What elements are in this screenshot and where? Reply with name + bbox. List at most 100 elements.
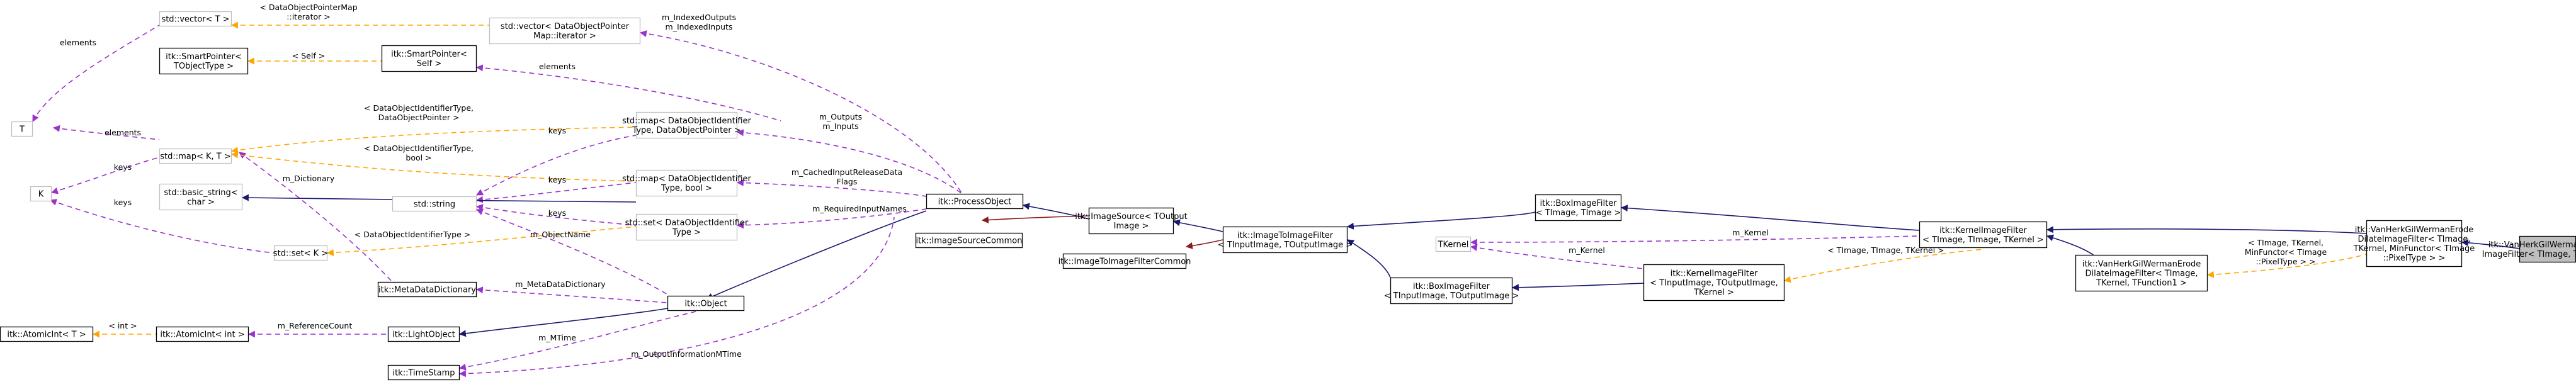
node-box[interactable]	[915, 232, 1023, 249]
edge-label: < int >	[108, 321, 137, 330]
node-label: Image >	[1114, 222, 1149, 231]
node-box[interactable]	[1222, 226, 1348, 254]
node-box[interactable]	[11, 121, 33, 137]
node-box[interactable]	[159, 183, 243, 211]
node-box[interactable]	[1643, 264, 1785, 301]
node-label: itk::BoxImageFilter	[1413, 282, 1490, 291]
node-box[interactable]	[159, 47, 249, 75]
edge-label: m_MetaDataDictionary	[515, 279, 606, 289]
node-image-to-image-filter-common[interactable]: itk::ImageToImageFilterCommon	[1058, 253, 1191, 269]
edge-kernel-timage-to-box	[1620, 205, 1920, 231]
node-label: < TInputImage, TOutputImage,	[1650, 279, 1778, 288]
edge-vhgw-min-to-kernel	[2046, 226, 2367, 234]
node-map-dataobjectidentifier-bool[interactable]: std::map< DataObjectIdentifierType, bool…	[622, 169, 752, 197]
node-vhgw-erode-dilate-tfunction[interactable]: itk::VanHerkGilWermanErodeDilateImageFil…	[2075, 254, 2208, 292]
node-smartpointer-tobjecttype[interactable]: itk::SmartPointer<TObjectType >	[159, 47, 249, 75]
node-label: TKernel, TFunction1 >	[2096, 279, 2187, 288]
node-box[interactable]	[387, 326, 460, 342]
node-kernel-image-filter-inout[interactable]: itk::KernelImageFilter< TInputImage, TOu…	[1643, 264, 1785, 301]
node-box[interactable]	[387, 364, 460, 381]
node-box[interactable]	[1088, 207, 1174, 235]
edge-cached-flags	[736, 179, 927, 197]
edge-box-inout-to-filter	[1347, 239, 1391, 278]
edge-label-line: keys	[114, 198, 132, 207]
node-label: TKernel >	[1693, 288, 1734, 298]
node-box-image-filter-timage[interactable]: itk::BoxImageFilter< TImage, TImage >	[1535, 194, 1622, 222]
node-label: itk::AtomicInt< int >	[160, 330, 244, 340]
node-box[interactable]	[156, 326, 249, 342]
node-box[interactable]	[2075, 254, 2208, 292]
node-std-basic-string[interactable]: std::basic_string<char >	[159, 183, 243, 211]
node-box[interactable]	[1535, 194, 1622, 222]
node-box[interactable]	[1390, 277, 1513, 305]
node-light-object[interactable]: itk::LightObject	[387, 326, 460, 342]
edge-label-line: m_Inputs	[822, 121, 858, 131]
node-kernel-image-filter-timage[interactable]: itk::KernelImageFilter< TImage, TImage, …	[1919, 221, 2048, 249]
node-label: DilateImageFilter< TImage,	[2358, 235, 2470, 244]
node-t[interactable]: T	[11, 121, 33, 137]
edge-labels: elements < DataObjectPointerMap::iterato…	[60, 3, 2327, 359]
node-label: TObjectType >	[173, 62, 234, 71]
edge-label-line: < Self >	[292, 51, 325, 60]
edge-label: < DataObjectIdentifierType,bool >	[364, 143, 474, 162]
node-label: < TInputImage, TOutputImage >	[1218, 240, 1353, 250]
node-box[interactable]	[273, 245, 328, 261]
node-k[interactable]: K	[30, 186, 52, 202]
node-vhgw-erode-image-filter[interactable]: itk::VanHerkGilWermanErodeImageFilter< T…	[2482, 235, 2576, 263]
node-box[interactable]	[392, 196, 477, 212]
edge-label-line: m_Outputs	[819, 112, 862, 121]
node-box[interactable]	[377, 281, 477, 298]
node-box[interactable]	[381, 45, 477, 72]
node-box[interactable]	[0, 326, 94, 342]
node-set-dataobjectidentifier[interactable]: std::set< DataObjectIdentifierType >	[625, 213, 749, 241]
node-image-source[interactable]: itk::ImageSource< TOutputImage >	[1075, 207, 1188, 235]
node-atomic-int-int[interactable]: itk::AtomicInt< int >	[156, 326, 249, 342]
edge-map-bool-keys	[475, 182, 637, 203]
node-map-dataobjectidentifier-pointer[interactable]: std::map< DataObjectIdentifierType, Data…	[622, 111, 752, 139]
node-box[interactable]	[635, 213, 738, 241]
node-std-string[interactable]: std::string	[392, 196, 477, 212]
node-box[interactable]	[635, 169, 738, 197]
node-box[interactable]	[635, 111, 738, 139]
node-label: char >	[187, 198, 215, 207]
node-box[interactable]	[1919, 221, 2048, 249]
node-smartpointer-self[interactable]: itk::SmartPointer<Self >	[381, 45, 477, 72]
node-box[interactable]	[1062, 253, 1187, 269]
node-box[interactable]	[2366, 220, 2463, 267]
node-box[interactable]	[1435, 236, 1472, 252]
node-box[interactable]	[159, 11, 232, 27]
node-image-source-common[interactable]: itk::ImageSourceCommon	[915, 232, 1023, 249]
node-box[interactable]	[667, 295, 745, 312]
edge-source-to-process	[1022, 203, 1089, 220]
node-label: itk::SmartPointer<	[166, 52, 242, 62]
node-box[interactable]	[2519, 235, 2576, 263]
node-itk-object[interactable]: itk::Object	[667, 295, 745, 312]
node-tkernel[interactable]: TKernel	[1435, 236, 1472, 252]
edge-label-line: m_Kernel	[1732, 228, 1769, 237]
edge-set-doi-keys	[475, 204, 637, 226]
node-box[interactable]	[159, 148, 232, 164]
node-atomic-int-t[interactable]: itk::AtomicInt< T >	[0, 326, 94, 342]
edge-label: keys	[114, 162, 132, 172]
edge-label: elements	[105, 128, 141, 137]
node-time-stamp[interactable]: itk::TimeStamp	[387, 364, 460, 381]
node-image-to-image-filter[interactable]: itk::ImageToImageFilter< TInputImage, TO…	[1218, 226, 1353, 254]
node-box-image-filter-inout[interactable]: itk::BoxImageFilter< TInputImage, TOutpu…	[1384, 277, 1519, 305]
node-vhgw-erode-dilate-minfunctor[interactable]: itk::VanHerkGilWermanErodeDilateImageFil…	[2353, 220, 2475, 267]
node-box[interactable]	[30, 186, 52, 202]
node-label: itk::TimeStamp	[392, 369, 455, 378]
node-box[interactable]	[489, 17, 641, 45]
node-label: T	[19, 125, 25, 135]
edge-box-timage-to-filter	[1346, 211, 1536, 230]
node-map-k-t[interactable]: std::map< K, T >	[159, 148, 232, 164]
edge-label: < Self >	[292, 51, 325, 60]
node-box[interactable]	[926, 193, 1024, 210]
node-vector-t[interactable]: std::vector< T >	[159, 11, 232, 27]
node-process-object[interactable]: itk::ProcessObject	[926, 193, 1024, 210]
node-set-k[interactable]: std::set< K >	[273, 245, 328, 261]
node-vector-dataobjectpointermap-iterator[interactable]: std::vector< DataObjectPointerMap::itera…	[489, 17, 641, 45]
node-meta-data-dictionary[interactable]: itk::MetaDataDictionary	[377, 281, 477, 298]
edge-label: m_ObjectName	[530, 230, 591, 239]
